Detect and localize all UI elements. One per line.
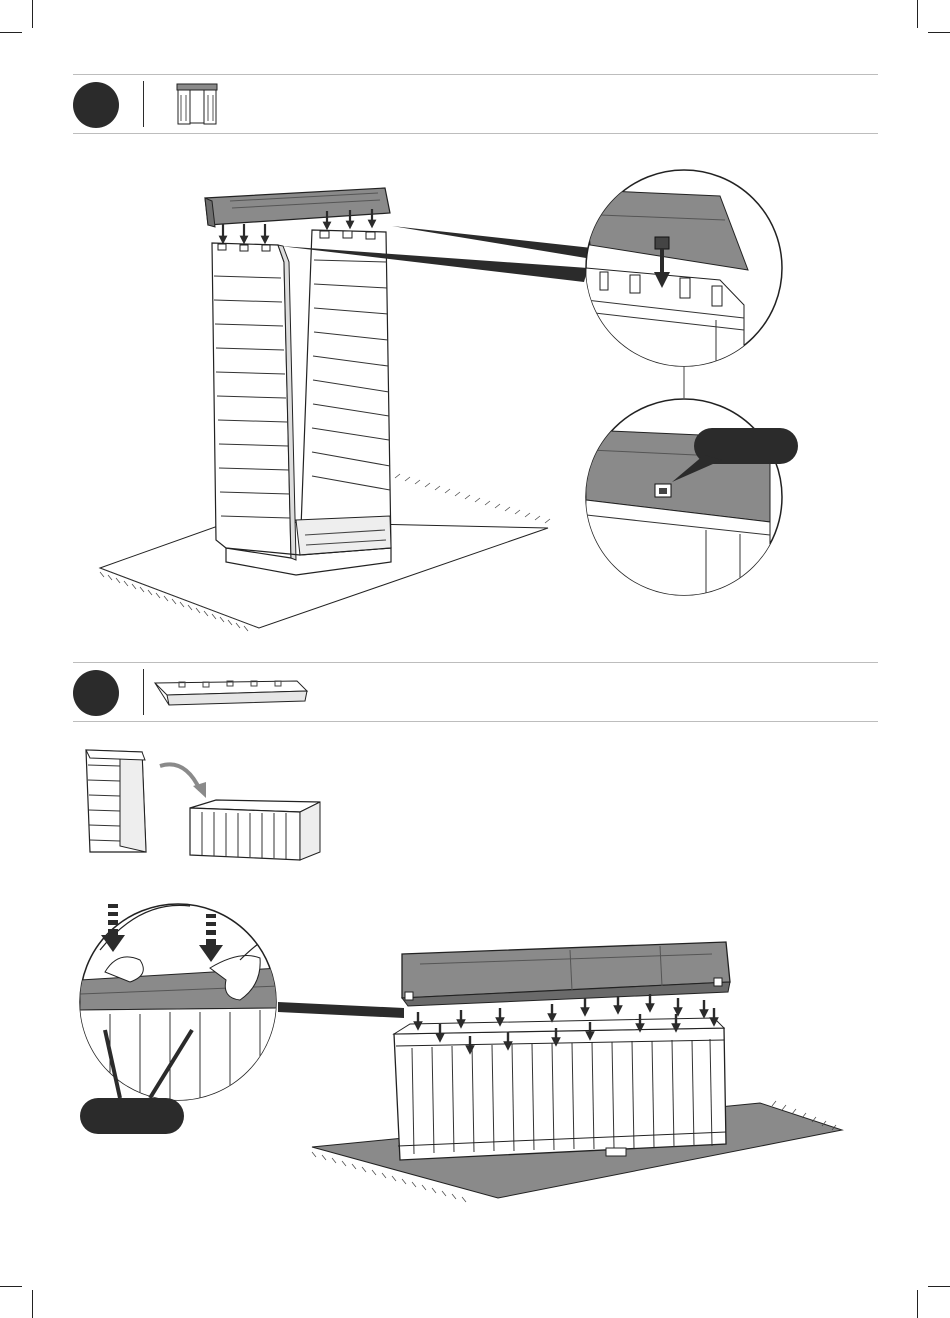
flipped-box-thumbnail [190,800,320,860]
hands-press-zoom [80,904,290,1110]
left-side-wall [212,243,296,560]
drop-arrows-left [223,224,265,240]
storage-box-body [394,1018,726,1160]
tip-over-arrow [160,764,206,798]
top-lid-panel [205,188,390,227]
right-side-wall [296,230,391,555]
detail-zoom-before [586,170,782,380]
upright-box-thumbnail [86,750,146,852]
storage-box-lid [402,942,730,1006]
hands-zoom-leader [278,1002,404,1018]
